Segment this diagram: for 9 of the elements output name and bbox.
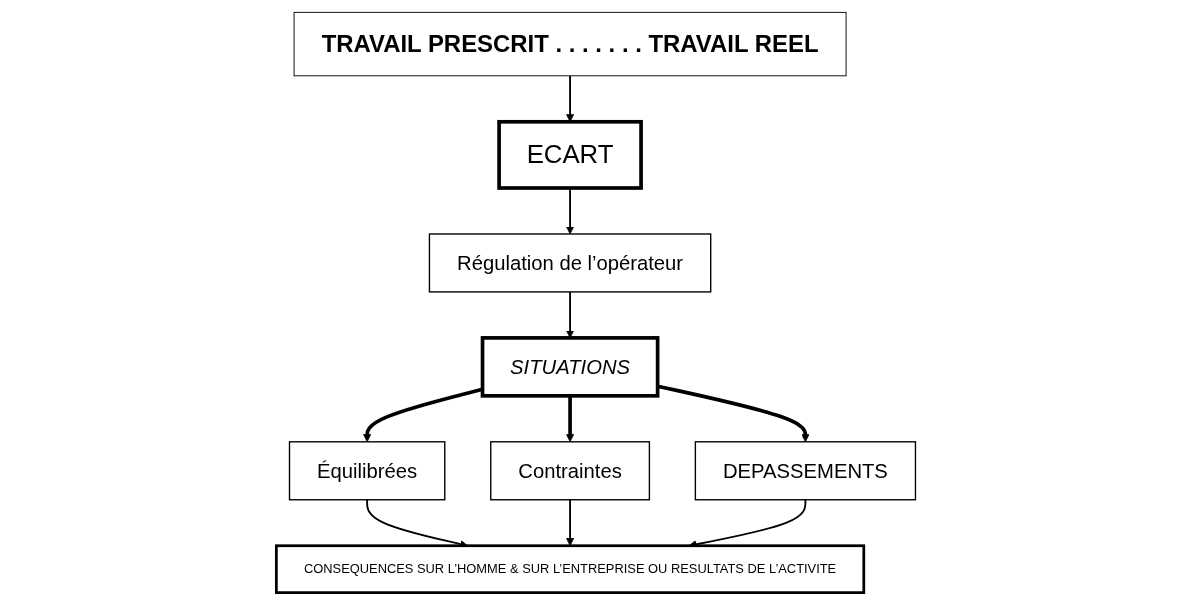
node-box: ECART	[497, 119, 643, 190]
node-box: DEPASSEMENTS	[694, 441, 917, 501]
arrow	[566, 395, 575, 443]
node-box: CONSEQUENCES SUR L’HOMME & SUR L’ENTREPRISE OU RESULTATS DE L’ACTIVITE	[275, 544, 866, 594]
node-box: SITUATIONS	[480, 336, 660, 398]
node-box: Équilibrées	[288, 441, 446, 501]
node-box: Contraintes	[490, 441, 651, 501]
node-box: Régulation de l’opérateur	[428, 233, 712, 293]
node-box: TRAVAIL PRESCRIT . . . . . . . TRAVAIL REEL	[293, 11, 847, 77]
